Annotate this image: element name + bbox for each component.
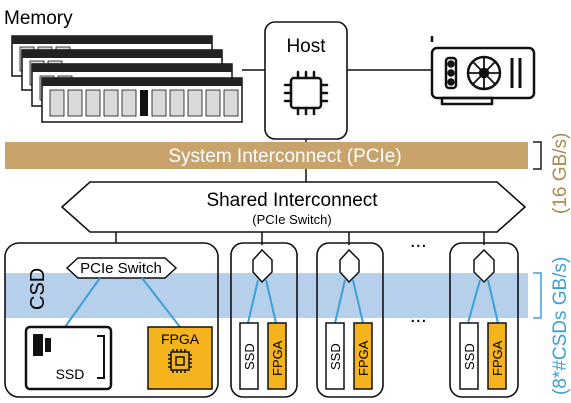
switch-ssd-link bbox=[64, 277, 101, 328]
ssd-main-label: SSD bbox=[56, 366, 85, 382]
host-bandwidth-label: (16 GB/s) bbox=[550, 133, 571, 214]
memory-label: Memory bbox=[4, 8, 73, 29]
csd-2-ssd-label: SSD bbox=[242, 343, 257, 370]
shared-interconnect-label: Shared Interconnect bbox=[206, 190, 378, 211]
csd-2-fpga-label: FPGA bbox=[270, 340, 285, 376]
csd-box-4: SSD FPGA bbox=[449, 242, 519, 398]
shared-interconnect-shape bbox=[60, 181, 527, 233]
csd-4-fpga-label: FPGA bbox=[490, 340, 505, 376]
fpga-main-label: FPGA bbox=[161, 331, 200, 347]
csd-4-ssd-label: SSD bbox=[462, 343, 477, 370]
memory-module-4 bbox=[41, 77, 243, 123]
csd-3-ssd-label: SSD bbox=[328, 343, 343, 370]
system-bandwidth-bracket bbox=[533, 141, 542, 170]
csd-bandwidth-bracket bbox=[533, 272, 542, 319]
host-label: Host bbox=[286, 36, 326, 57]
csd-bandwidth-label: (8*#CSDs GB/s) bbox=[550, 257, 571, 395]
csd-label: CSD bbox=[27, 268, 49, 310]
system-interconnect-label: System Interconnect (PCIe) bbox=[168, 146, 401, 167]
fpga-main: FPGA bbox=[147, 326, 213, 390]
ellipsis-bottom: ... bbox=[410, 305, 427, 327]
system-interconnect-bar bbox=[5, 142, 528, 169]
csd-box-3: SSD FPGA bbox=[316, 242, 384, 398]
ssd-main: SSD bbox=[24, 325, 113, 391]
csd-3-fpga-label: FPGA bbox=[356, 340, 371, 376]
switch-fpga-link bbox=[141, 277, 181, 328]
ellipsis-top: ... bbox=[410, 230, 427, 252]
memory-modules bbox=[11, 35, 243, 123]
pcie-switch-label: PCIe Switch bbox=[80, 260, 162, 277]
gpu-card-icon bbox=[430, 36, 536, 106]
csd-box-2: SSD FPGA bbox=[230, 242, 298, 398]
pcie-switch-shape bbox=[65, 257, 178, 279]
pcie-switch-sub-label: (PCIe Switch) bbox=[252, 212, 331, 227]
cpu-chip-icon bbox=[283, 70, 329, 116]
csd-box-main bbox=[4, 242, 219, 398]
fpga-chip-icon bbox=[168, 349, 192, 373]
